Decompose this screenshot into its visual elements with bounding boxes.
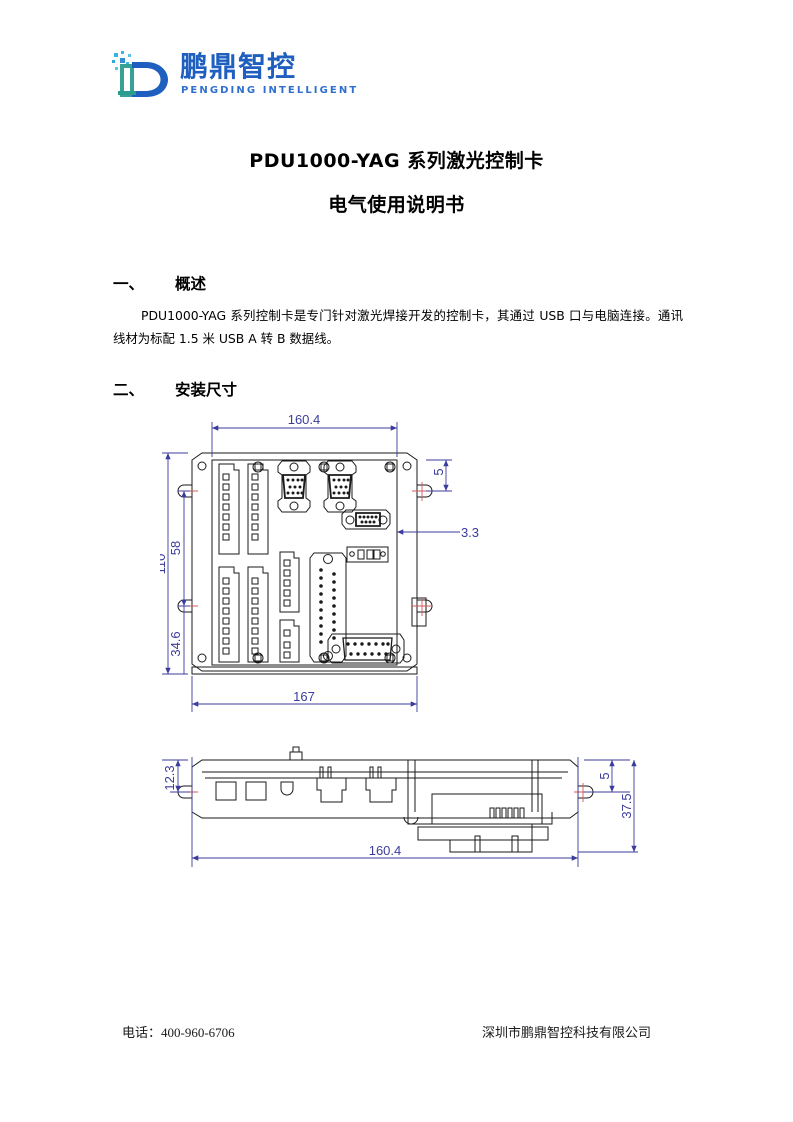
section-2-number: 二、	[113, 381, 145, 399]
dim-side-hole-offset-right: 5	[597, 772, 612, 779]
section-2-title: 安装尺寸	[175, 381, 238, 399]
document-title-line-1: PDU1000-YAG 系列激光控制卡	[249, 150, 544, 172]
dim-hole-offset-bottom: 34.6	[168, 631, 183, 656]
dim-side-length: 160.4	[369, 843, 402, 858]
dim-top-height-total: 110	[160, 554, 168, 575]
dim-side-hole-height-left: 12.3	[162, 765, 177, 790]
company-logo: 鹏鼎智控 PENGDING INTELLIGENT	[112, 45, 412, 105]
section-1-number: 一、	[113, 275, 145, 293]
section-2-heading: 二、 安装尺寸	[113, 378, 237, 400]
pengding-d-logo-icon	[112, 51, 174, 99]
footer-company: 深圳市鹏鼎智控科技有限公司	[482, 1025, 652, 1040]
dim-hole-spacing: 58	[168, 541, 183, 555]
section-1-title: 概述	[175, 275, 207, 293]
dim-edge-offset-vertical: 5	[431, 468, 446, 475]
dim-top-width-inner: 160.4	[288, 412, 321, 427]
logo-english-name: PENGDING INTELLIGENT	[181, 85, 359, 96]
logo-chinese-name: 鹏鼎智控	[180, 50, 297, 83]
footer-phone: 电话：400-960-6706	[122, 1025, 235, 1040]
document-title-line-2: 电气使用说明书	[328, 194, 465, 216]
section-1-body: PDU1000-YAG 系列控制卡是专门针对激光焊接开发的控制卡，其通过 USB…	[113, 308, 683, 346]
section-1-heading: 一、 概述	[113, 272, 206, 294]
dim-top-width-outer: 167	[293, 689, 315, 704]
dim-side-total-height: 37.5	[619, 793, 634, 818]
dim-edge-offset-horizontal: 3.3	[461, 525, 479, 540]
installation-dimension-drawing: 160.4 167 110 58 34.6 5 3.3 12.3 160.4 5…	[160, 412, 660, 882]
